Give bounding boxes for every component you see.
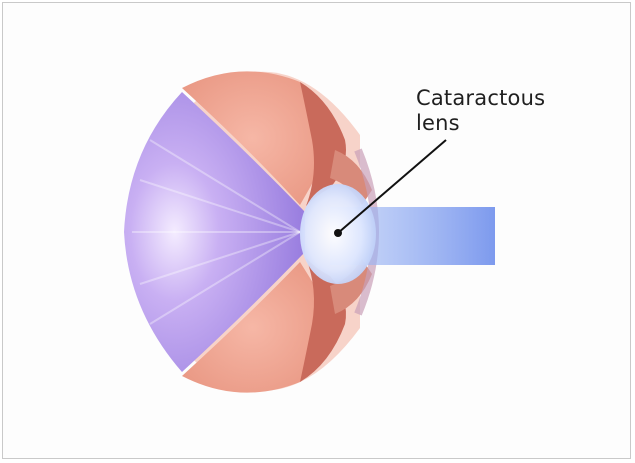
cataractous-lens-label: Cataractous lens xyxy=(416,86,545,136)
callout-dot xyxy=(334,229,342,237)
callout-line-2: lens xyxy=(416,111,545,136)
callout-line-1: Cataractous xyxy=(416,86,545,111)
